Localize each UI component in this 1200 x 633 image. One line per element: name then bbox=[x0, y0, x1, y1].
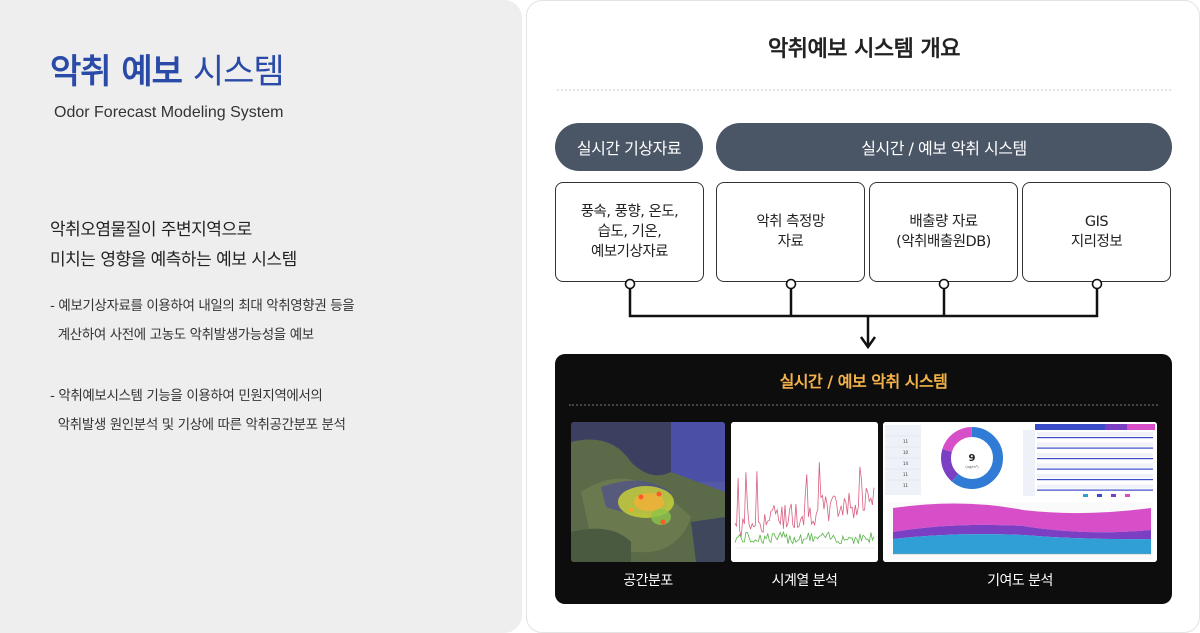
lead-line-1: 악취오염물질이 주변지역으로 bbox=[50, 220, 252, 240]
svg-text:14: 14 bbox=[903, 461, 909, 466]
donut-value: 9 bbox=[969, 453, 976, 464]
input-box-emissions: 배출량 자료 (악취배출원DB) bbox=[869, 182, 1018, 282]
overview-panel: 악취예보 시스템 개요 실시간 기상자료 실시간 / 예보 악취 시스템 풍속,… bbox=[526, 0, 1200, 633]
caption-contribution: 기여도 분석 bbox=[987, 573, 1053, 589]
donut-unit: (ug/m³) bbox=[965, 465, 979, 469]
caption-spatial: 공간분포 bbox=[623, 573, 673, 589]
input-box-weather: 풍속, 풍향, 온도, 습도, 기온, 예보기상자료 bbox=[555, 182, 704, 282]
overview-title: 악취예보 시스템 개요 bbox=[768, 37, 960, 62]
flow-connector bbox=[624, 278, 1103, 350]
caption-timeseries: 시계열 분석 bbox=[771, 573, 838, 589]
lead-text: 악취오염물질이 주변지역으로 미치는 영향을 예측하는 예보 시스템 bbox=[50, 215, 297, 275]
title-bold: 악취 예보 bbox=[50, 52, 183, 92]
svg-text:10: 10 bbox=[903, 450, 909, 455]
description-1: - 예보기상자료를 이용하여 내일의 최대 악취영향권 등을 계산하여 사전에 … bbox=[50, 298, 355, 343]
realtime-system-panel: 실시간 / 예보 악취 시스템 bbox=[555, 354, 1172, 604]
time-series-chart bbox=[731, 422, 878, 562]
description-2: - 악취예보시스템 기능을 이용하여 민원지역에서의 악취발생 원인분석 및 기… bbox=[50, 388, 346, 433]
overview-divider bbox=[557, 89, 1171, 91]
realtime-divider bbox=[569, 404, 1158, 406]
lead-line-2: 미치는 영향을 예측하는 예보 시스템 bbox=[50, 250, 297, 270]
input-box-monitoring: 악취 측정망 자료 bbox=[716, 182, 865, 282]
spatial-distribution-map bbox=[571, 422, 725, 562]
contribution-dashboard: 11 10 14 11 11 9 (ug/m³) bbox=[883, 422, 1157, 562]
realtime-system-title: 실시간 / 예보 악취 시스템 bbox=[779, 372, 948, 391]
svg-text:11: 11 bbox=[903, 472, 909, 477]
left-info-panel: 악취 예보 시스템 Odor Forecast Modeling System … bbox=[0, 0, 522, 633]
pill-realtime-system: 실시간 / 예보 악취 시스템 bbox=[716, 123, 1172, 171]
page-subtitle: Odor Forecast Modeling System bbox=[54, 104, 284, 121]
svg-text:11: 11 bbox=[903, 439, 909, 444]
input-box-gis: GIS 지리정보 bbox=[1022, 182, 1171, 282]
title-light: 시스템 bbox=[192, 52, 285, 92]
page-title: 악취 예보 시스템 bbox=[50, 44, 285, 93]
svg-text:11: 11 bbox=[903, 483, 909, 488]
pill-weather-data: 실시간 기상자료 bbox=[555, 123, 703, 171]
